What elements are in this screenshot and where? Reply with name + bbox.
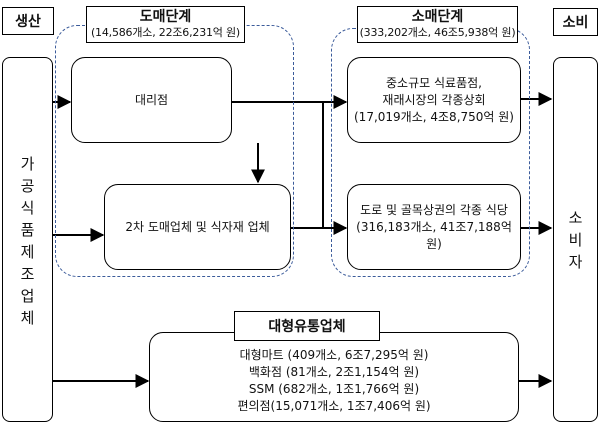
retail-stats: (333,202개소, 46조5,938억 원) [359, 25, 516, 39]
secondary-wholesaler-node: 2차 도매업체 및 식자재 업체 [104, 184, 291, 270]
retail-title: 소매단계 [411, 8, 464, 25]
consumer-char: 자 [568, 252, 583, 271]
restaurant-line2: (316,183개소, 41조7,188억 원) [356, 219, 512, 251]
manufacturer-char: 공 [20, 176, 35, 195]
wholesale-stats: (14,586개소, 22조6,231억 원) [90, 25, 241, 39]
large-retail-item-1: 백화점 (81개소, 2조1,154억 원) [248, 365, 420, 379]
manufacturer-char: 체 [20, 308, 35, 327]
consumer-char: 소 [568, 208, 583, 227]
restaurant-node: 도로 및 골목상권의 각종 식당 (316,183개소, 41조7,188억 원… [347, 184, 521, 270]
retail-stage-header: 소매단계 (333,202개소, 46조5,938억 원) [357, 6, 518, 43]
manufacturer-char: 품 [20, 220, 35, 239]
small-store-line2: 재래시장의 각종상회 [382, 92, 486, 107]
small-store-line1: 중소규모 식료품점, [386, 75, 482, 90]
manufacturer-char: 가 [20, 154, 35, 173]
large-retail-node: 대형마트 (409개소, 6조7,295억 원) 백화점 (81개소, 2조1,… [149, 332, 519, 422]
wholesale-title: 도매단계 [139, 8, 192, 25]
consumer-char: 비 [568, 230, 583, 249]
large-retail-item-2: SSM (682개소, 1조1,766억 원) [248, 382, 420, 396]
manufacturer-char: 제 [20, 242, 35, 261]
large-retail-item-3: 편의점(15,071개소, 1조7,406억 원) [237, 399, 431, 413]
manufacturer-char: 업 [20, 286, 35, 305]
production-stage-label: 생산 [2, 7, 54, 35]
manufacturer-char: 조 [20, 264, 35, 283]
agency-node: 대리점 [71, 57, 232, 143]
manufacturer-char: 식 [20, 198, 35, 217]
wholesale-stage-header: 도매단계 (14,586개소, 22조6,231억 원) [86, 6, 245, 43]
small-store-line3: (17,019개소, 4조8,750억 원) [354, 109, 514, 124]
restaurant-line1: 도로 및 골목상권의 각종 식당 [360, 202, 508, 217]
small-store-node: 중소규모 식료품점, 재래시장의 각종상회 (17,019개소, 4조8,750… [347, 57, 521, 143]
large-retail-item-0: 대형마트 (409개소, 6조7,295억 원) [239, 348, 429, 362]
large-retail-title: 대형유통업체 [234, 311, 380, 341]
consumption-stage-label: 소비 [553, 8, 598, 36]
